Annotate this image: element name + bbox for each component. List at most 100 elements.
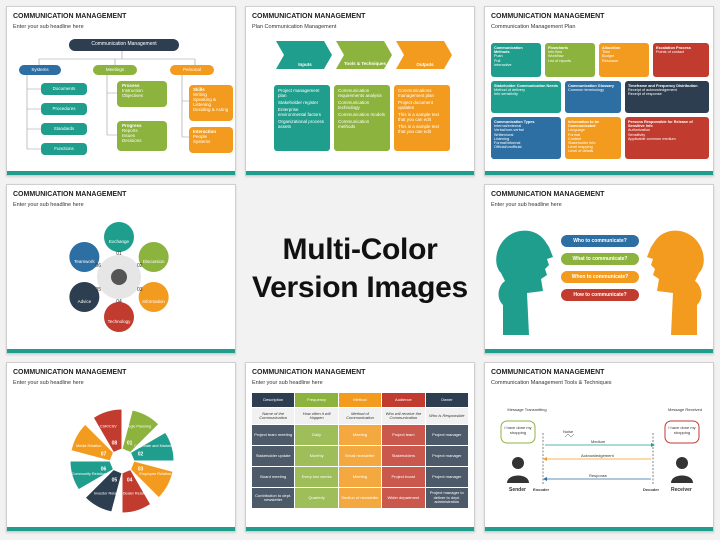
left-head-icon xyxy=(496,230,553,335)
plan-card-item: Common terminology xyxy=(568,88,605,93)
slide-thumbnail-9[interactable]: COMMUNICATION MANAGEMENT Communication M… xyxy=(484,362,714,532)
personal-card-item: Writing xyxy=(193,91,207,97)
plan-card-item: Internal/external xyxy=(494,124,522,129)
table-subheader-cell: How often it will Happen xyxy=(295,408,338,424)
plan-card: Persons Responsible for Release of Sensi… xyxy=(625,117,709,159)
plan-card-head: Timeframe and Frequency Distribution xyxy=(628,84,698,88)
plan-card-head: Communication Types xyxy=(494,120,535,124)
plan-card-item: Content xyxy=(568,136,582,141)
personal-card-head: Skills xyxy=(193,87,205,92)
table-cell: Daily xyxy=(295,425,338,445)
slide-accent-bar xyxy=(485,171,713,175)
plan-card-item: Format xyxy=(568,132,581,137)
panel-item: Organizational process assets xyxy=(278,118,325,129)
plan-card-item: List of reports xyxy=(548,58,572,63)
table-subheader-cell: Method of Communication xyxy=(338,408,382,424)
caption-line-2: Version Images xyxy=(252,271,468,304)
petal-label: Exchange xyxy=(109,239,130,244)
slide-subtitle: Communication Management Tools & Techniq… xyxy=(491,380,612,386)
plan-card-item: Level mapping xyxy=(568,145,593,150)
plan-card-item: Pull xyxy=(494,58,501,63)
chevron-label: Tools & Techniques xyxy=(343,60,387,66)
plan-card-item: Listening xyxy=(494,136,510,141)
label-decoder: Decoder xyxy=(643,487,660,492)
table-cell: Board meeting xyxy=(252,467,295,487)
table-cell: Project manager to deliver to dept. admi… xyxy=(425,488,468,508)
outputs-panel: Communications management plan Project d… xyxy=(394,85,450,151)
pinwheel-segment xyxy=(70,423,115,462)
meeting-card: Progress Reports Issues Decisions xyxy=(117,121,167,151)
label-medium: Medium xyxy=(591,439,606,444)
label-acknowledgement: Acknowledgement xyxy=(581,453,614,458)
slide-subtitle: Enter your sub headline here xyxy=(252,380,323,386)
root-node: Communication Management xyxy=(69,39,179,51)
petal-circle xyxy=(138,242,169,272)
segment-label: Investor Relation xyxy=(94,491,123,495)
panel-item: Stakeholder register xyxy=(278,99,319,105)
plan-card-item: Official/unofficial xyxy=(494,145,522,150)
table-cell: Project manager xyxy=(425,446,468,466)
plan-card-head: Communication Methods xyxy=(494,46,523,55)
meeting-card-head: Process xyxy=(122,83,140,88)
plan-card-head: Persons Responsible for Release of Sensi… xyxy=(628,120,693,129)
panel-item: This is a sample text that you can edit xyxy=(398,111,440,122)
segment-number: 05 xyxy=(112,477,118,483)
table-header-cell: Description xyxy=(252,393,295,407)
system-item: Functions xyxy=(41,143,87,155)
branch-meetings: Meetings xyxy=(93,65,137,75)
slide-subtitle: Enter your sub headline here xyxy=(13,202,84,208)
slide-thumbnail-2[interactable]: COMMUNICATION MANAGEMENT Plan Communicat… xyxy=(245,6,475,176)
table-cell: Every two weeks xyxy=(295,467,338,487)
segment-number: 01 xyxy=(127,441,133,447)
table-cell: Contribution to dept. newsletter xyxy=(252,488,295,508)
segment-number: 07 xyxy=(101,451,107,457)
table-subheader-cell: Name of the Communication xyxy=(252,408,295,424)
pinwheel-segment xyxy=(84,468,123,513)
inputs-panel: Project management plan Stakeholder regi… xyxy=(274,85,330,151)
slide-title: COMMUNICATION MANAGEMENT xyxy=(491,369,605,376)
personal-card: Skills Writing Speaking & Listening Deci… xyxy=(189,85,233,121)
slide-thumbnail-8[interactable]: COMMUNICATION MANAGEMENT Enter your sub … xyxy=(245,362,475,532)
slide-thumbnail-3[interactable]: COMMUNICATION MANAGEMENT Communication M… xyxy=(484,6,714,176)
branch-systems: Systems xyxy=(19,65,61,75)
table-cell: Project team meeting xyxy=(252,425,295,445)
slide-thumbnail-4[interactable]: COMMUNICATION MANAGEMENT Enter your sub … xyxy=(6,184,236,354)
panel-item: Enterprise environmental factors xyxy=(278,106,322,117)
plan-card-item: Points of contact xyxy=(656,50,685,55)
panel-item: Communication models xyxy=(338,111,386,117)
plan-card-head: Allocation xyxy=(602,46,621,50)
table-header-cell: Audience xyxy=(382,393,425,407)
slide-title: COMMUNICATION MANAGEMENT xyxy=(252,13,366,20)
table-cell: Project manager xyxy=(425,425,468,445)
slide-thumbnail-1[interactable]: COMMUNICATION MANAGEMENT Enter your sub … xyxy=(6,6,236,176)
slide-accent-bar xyxy=(7,527,235,531)
noise-icon xyxy=(564,433,575,438)
pinwheel-segment xyxy=(92,408,123,454)
petal-label: Information xyxy=(142,299,165,304)
plan-card-item: Applicable common medium xyxy=(628,136,676,141)
slide-title: COMMUNICATION MANAGEMENT xyxy=(13,191,127,198)
petal-number: 02 xyxy=(137,263,143,269)
pinwheel-segment xyxy=(129,431,175,462)
plan-card-head: Information to be Communicated xyxy=(568,120,600,129)
slide-thumbnail-7[interactable]: COMMUNICATION MANAGEMENT Enter your sub … xyxy=(6,362,236,532)
pinwheel-segment xyxy=(69,460,115,491)
panel-item: Communications management plan xyxy=(398,88,435,98)
slide-subtitle: Enter your sub headline here xyxy=(491,202,562,208)
personal-card-item: Speaking & Listening xyxy=(193,96,217,107)
label-noise: Noise xyxy=(563,429,574,434)
table-cell: Project manager xyxy=(425,467,468,487)
slide-thumbnail-6[interactable]: COMMUNICATION MANAGEMENT Enter your sub … xyxy=(484,184,714,354)
right-head-icon xyxy=(647,230,704,335)
plan-card-item: Method of delivery xyxy=(494,88,526,93)
question-pill: When to communicate? xyxy=(561,271,639,283)
people-icon xyxy=(111,269,127,285)
petal-circle xyxy=(104,302,134,332)
